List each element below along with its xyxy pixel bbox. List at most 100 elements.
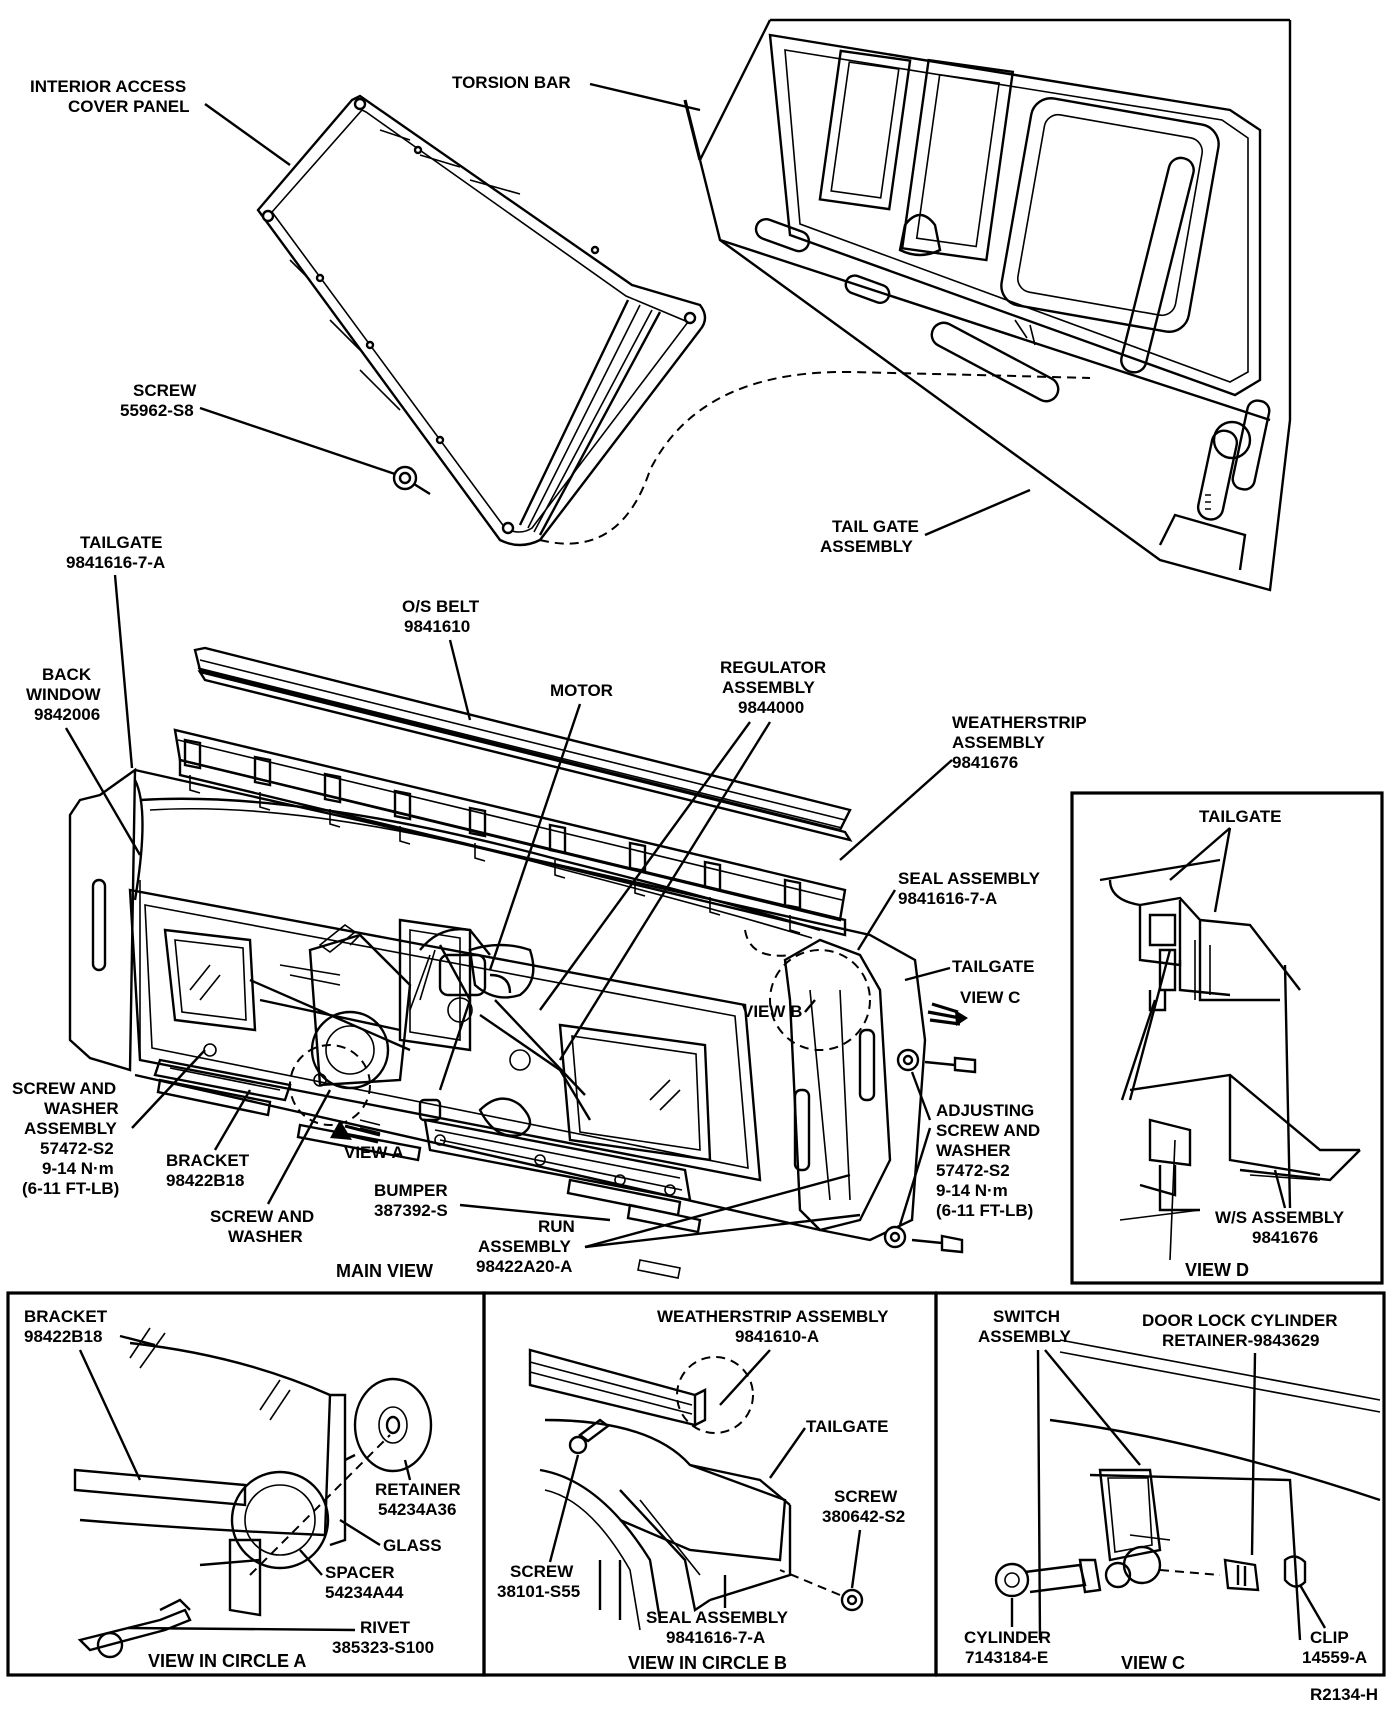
- figure-id: R2134-H: [1310, 1685, 1378, 1704]
- label-bumper-part: 387392-S: [374, 1201, 448, 1220]
- label-view-in-circle-b: VIEW IN CIRCLE B: [628, 1653, 787, 1673]
- label-adjusting-1: ADJUSTING: [936, 1101, 1034, 1120]
- label-vc-cylinder: CYLINDER: [964, 1628, 1051, 1647]
- label-view-d-tailgate: TAILGATE: [1199, 807, 1281, 826]
- label-vc-clip-part: 14559-A: [1302, 1648, 1367, 1667]
- label-view-in-circle-a: VIEW IN CIRCLE A: [148, 1651, 306, 1671]
- label-os-belt: O/S BELT: [402, 597, 480, 616]
- label-tailgate-right: TAILGATE: [952, 957, 1034, 976]
- label-ca-rivet-part: 385323-S100: [332, 1638, 434, 1657]
- label-os-belt-part: 9841610: [404, 617, 470, 636]
- view-in-circle-b-drawing: [528, 1348, 864, 1631]
- label-adjusting-6: (6-11 FT-LB): [936, 1201, 1033, 1220]
- label-cb-screw-left: SCREW: [510, 1562, 574, 1581]
- label-vc-cylinder-part: 7143184-E: [965, 1648, 1048, 1667]
- weatherstrip-with-clips: [173, 728, 847, 937]
- label-vc-clip: CLIP: [1310, 1628, 1349, 1647]
- label-view-d-ws-part: 9841676: [1252, 1228, 1318, 1247]
- label-adjusting-2: SCREW AND: [936, 1121, 1040, 1140]
- label-screw-washer-5: 9-14 N·m: [42, 1159, 114, 1178]
- label-regulator: REGULATOR: [720, 658, 826, 677]
- main-tailgate: [68, 767, 927, 1279]
- label-view-c-arrow: VIEW C: [960, 988, 1020, 1007]
- label-view-b: VIEW B: [742, 1002, 802, 1021]
- label-vc-switch: SWITCH: [993, 1307, 1060, 1326]
- label-motor: MOTOR: [550, 681, 613, 700]
- label-ca-bracket-part: 98422B18: [24, 1327, 102, 1346]
- label-screw-washer-4: 57472-S2: [40, 1139, 114, 1158]
- label-seal-assembly: SEAL ASSEMBLY: [898, 869, 1041, 888]
- label-ca-bracket: BRACKET: [24, 1307, 108, 1326]
- label-ca-retainer: RETAINER: [375, 1480, 461, 1499]
- label-back-window-part: 9842006: [34, 705, 100, 724]
- label-screw-top: SCREW: [133, 381, 197, 400]
- interior-access-cover-panel: [256, 94, 707, 547]
- label-screw-and-washer-2: WASHER: [228, 1227, 303, 1246]
- label-cb-seal-part: 9841616-7-A: [666, 1628, 765, 1647]
- label-view-d-ws: W/S ASSEMBLY: [1215, 1208, 1345, 1227]
- view-in-circle-a-drawing: [73, 1327, 433, 1659]
- circle-b-guide: [744, 929, 791, 957]
- label-weatherstrip-part: 9841676: [952, 753, 1018, 772]
- label-cb-weatherstrip-part: 9841610-A: [735, 1327, 819, 1346]
- label-tail-gate-assembly: TAIL GATE: [832, 517, 919, 536]
- label-vc-door-lock: DOOR LOCK CYLINDER: [1142, 1311, 1338, 1330]
- label-weatherstrip-assembly: ASSEMBLY: [952, 733, 1046, 752]
- label-run-part: 98422A20-A: [476, 1257, 572, 1276]
- label-view-a: VIEW A: [344, 1143, 404, 1162]
- label-tail-gate-assembly-2: ASSEMBLY: [820, 537, 914, 556]
- label-adjusting-5: 9-14 N·m: [936, 1181, 1008, 1200]
- label-ca-rivet: RIVET: [360, 1618, 411, 1637]
- label-run-assembly: ASSEMBLY: [478, 1237, 572, 1256]
- label-vc-door-lock-part: RETAINER-9843629: [1162, 1331, 1319, 1350]
- label-tailgate-main-part: 9841616-7-A: [66, 553, 165, 572]
- label-screw-top-part: 55962-S8: [120, 401, 194, 420]
- label-seal-assembly-part: 9841616-7-A: [898, 889, 997, 908]
- label-adjusting-4: 57472-S2: [936, 1161, 1010, 1180]
- view-d-drawing: [1099, 858, 1361, 1261]
- label-ca-glass: GLASS: [383, 1536, 442, 1555]
- label-view-c: VIEW C: [1121, 1653, 1185, 1673]
- label-screw-washer-2: WASHER: [44, 1099, 119, 1118]
- label-vc-switch-assembly: ASSEMBLY: [978, 1327, 1072, 1346]
- circle-b: [769, 949, 871, 1051]
- label-main-view: MAIN VIEW: [336, 1261, 433, 1281]
- label-ca-retainer-part: 54234A36: [378, 1500, 456, 1519]
- label-cb-tailgate: TAILGATE: [806, 1417, 888, 1436]
- label-window: WINDOW: [26, 685, 102, 704]
- label-regulator-part: 9844000: [738, 698, 804, 717]
- label-screw-washer-3: ASSEMBLY: [24, 1119, 118, 1138]
- label-ca-spacer-part: 54234A44: [325, 1583, 404, 1602]
- view-c-box: [934, 1291, 1386, 1677]
- label-cb-screw-right: SCREW: [834, 1487, 898, 1506]
- label-back-window: BACK: [42, 665, 92, 684]
- view-d-box: [1070, 791, 1384, 1285]
- label-screw-washer-6: (6-11 FT-LB): [22, 1179, 119, 1198]
- guide-curve: [539, 370, 1091, 545]
- label-cb-seal: SEAL ASSEMBLY: [646, 1608, 789, 1627]
- label-torsion-bar: TORSION BAR: [452, 73, 571, 92]
- label-run: RUN: [538, 1217, 575, 1236]
- os-belt-strip: [193, 646, 853, 842]
- view-c-drawing: [994, 1339, 1381, 1641]
- label-interior-access: INTERIOR ACCESS: [30, 77, 186, 96]
- label-cover-panel: COVER PANEL: [68, 97, 190, 116]
- label-cb-screw-left-part: 38101-S55: [497, 1582, 580, 1601]
- label-cb-screw-right-part: 380642-S2: [822, 1507, 905, 1526]
- label-ca-spacer: SPACER: [325, 1563, 395, 1582]
- screw-55962-s8: [392, 465, 431, 496]
- label-weatherstrip: WEATHERSTRIP: [952, 713, 1087, 732]
- adjusting-screws-main: [318, 924, 977, 1254]
- circle-a: [289, 1044, 371, 1126]
- label-bracket-main: BRACKET: [166, 1151, 250, 1170]
- tail-gate-assembly-top: [683, 18, 1292, 592]
- label-cb-weatherstrip: WEATHERSTRIP ASSEMBLY: [657, 1307, 889, 1326]
- label-regulator-assembly: ASSEMBLY: [722, 678, 816, 697]
- label-bumper: BUMPER: [374, 1181, 448, 1200]
- label-bracket-main-part: 98422B18: [166, 1171, 244, 1190]
- label-screw-and-washer: SCREW AND: [210, 1207, 314, 1226]
- label-view-d: VIEW D: [1185, 1260, 1249, 1280]
- label-screw-washer-1: SCREW AND: [12, 1079, 116, 1098]
